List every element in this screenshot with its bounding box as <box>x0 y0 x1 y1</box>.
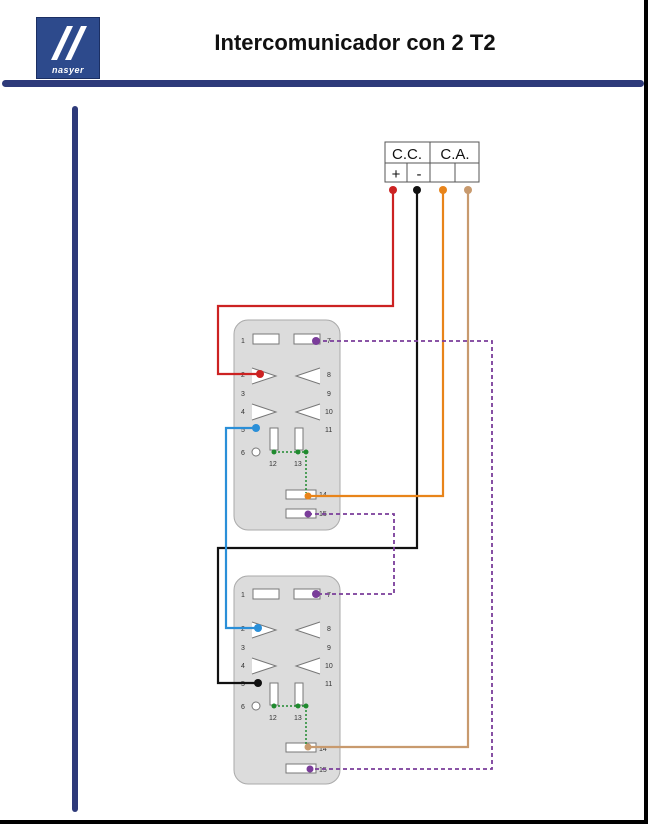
bridge-dot <box>295 703 301 709</box>
pin-dot-purple <box>306 765 314 773</box>
pin-dot-blue <box>252 424 260 432</box>
pin-label: 12 <box>269 461 277 468</box>
terminal-dot-black <box>413 186 421 194</box>
terminal-dot-orange <box>439 186 447 194</box>
pin-label: 3 <box>241 391 245 398</box>
bridge-dot <box>303 703 309 709</box>
pin-label: 11 <box>325 427 332 434</box>
page-frame <box>0 0 648 824</box>
wire-black <box>216 190 419 685</box>
side-divider <box>72 106 78 812</box>
bridge-dot <box>271 703 277 709</box>
pin-label: 7 <box>327 338 331 345</box>
pin-label: 10 <box>325 663 333 670</box>
pin-label: 2 <box>241 372 245 379</box>
pin-dot-brown <box>304 743 312 751</box>
logo-text: nasyer <box>51 65 85 75</box>
wire-orange <box>308 190 445 498</box>
pin-label: 3 <box>241 645 245 652</box>
pin-label: 8 <box>327 372 331 379</box>
pin-label: 12 <box>269 715 277 722</box>
logo-slash-icon <box>51 26 87 60</box>
bridge-dot <box>303 449 309 455</box>
pin-dot-blue <box>254 624 262 632</box>
pin-label: 5 <box>241 427 245 434</box>
device-bottom-pin-labels: 1 2 3 4 5 6 7 8 9 10 11 12 13 14 15 <box>241 592 333 774</box>
pin-label: 4 <box>241 409 245 416</box>
pin-label: 10 <box>325 409 333 416</box>
pin-label: 1 <box>241 592 245 599</box>
pin-dot-purple <box>312 337 320 345</box>
device-top-terminals <box>251 333 321 519</box>
pin-dot-purple <box>304 510 312 518</box>
wire-purple-outer <box>310 340 493 770</box>
terminal-plus-label: + <box>392 166 401 183</box>
pin-dot-orange <box>304 492 312 500</box>
pin-label: 5 <box>241 681 245 688</box>
pin-label: 4 <box>241 663 245 670</box>
terminal-dot-red <box>389 186 397 194</box>
pin-label: 15 <box>319 767 327 774</box>
pin-label: 8 <box>327 626 331 633</box>
pin-label: 2 <box>241 626 245 633</box>
header-divider <box>2 80 644 87</box>
pin-dot-red <box>256 370 264 378</box>
pin-label: 14 <box>319 746 327 753</box>
wire-blue <box>224 426 258 630</box>
pin-dot-black <box>254 679 262 687</box>
bridge-dot <box>295 449 301 455</box>
pin-label: 1 <box>241 338 245 345</box>
terminal-block: C.C. C.A. + - <box>384 141 480 183</box>
pin-label: 11 <box>325 681 332 688</box>
pin-label: 6 <box>241 704 245 711</box>
brand-logo: nasyer <box>36 17 100 79</box>
device-bottom-terminals <box>251 588 321 774</box>
bridge-dot <box>271 449 277 455</box>
terminal-ca-label: C.A. <box>440 146 469 163</box>
terminal-cc-label: C.C. <box>392 146 422 163</box>
wire-red <box>216 190 395 376</box>
pin-label: 9 <box>327 391 331 398</box>
pin-label: 7 <box>327 592 331 599</box>
pin-label: 13 <box>294 715 302 722</box>
pin-dot-purple <box>312 590 320 598</box>
terminal-minus-label: - <box>417 166 422 183</box>
wire-brown <box>308 190 470 749</box>
pin-label: 6 <box>241 450 245 457</box>
pin-label: 13 <box>294 461 302 468</box>
pin-label: 9 <box>327 645 331 652</box>
wire-purple-inner <box>308 513 395 595</box>
page-title: Intercomunicador con 2 T2 <box>214 30 496 55</box>
terminal-dot-brown <box>464 186 472 194</box>
